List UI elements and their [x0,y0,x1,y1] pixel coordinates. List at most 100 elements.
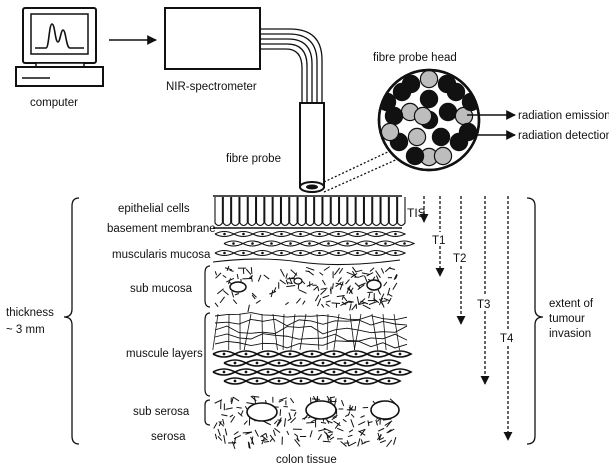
muscle-fibre-line [290,313,296,351]
connective-fibre [272,429,276,437]
connective-fibre [366,272,374,277]
muscle-fibre-line [316,313,320,351]
connective-fibre [313,285,319,291]
connective-fibre [348,300,354,303]
connective-fibre [263,441,270,443]
connective-fibre [361,272,370,275]
connective-fibre [325,303,330,307]
cell-nucleus [299,251,302,255]
connective-fibre [305,266,315,271]
detection-label: radiation detection [518,130,609,142]
connective-fibre [349,303,352,311]
vessel [366,279,382,291]
connective-fibre [225,407,233,410]
fibre-cable [260,28,323,103]
cell-nucleus [394,232,397,236]
connective-fibre [242,431,252,434]
epithelial-cell [231,197,240,227]
connective-fibre [214,399,223,404]
connective-fibre [329,436,335,441]
connective-fibre [326,420,333,424]
t3-label-bg [475,296,495,310]
epithelial-cell [264,197,273,227]
cell-nucleus [288,352,292,356]
connective-fibre [294,439,301,447]
connective-fibre [352,266,357,273]
connective-fibre [335,281,342,288]
connective-fibre [340,441,347,447]
connective-fibre [321,279,326,286]
cell-nucleus [375,232,378,236]
cell-nucleus [354,352,358,356]
connective-fibre [381,300,388,303]
connective-fibre [368,421,373,424]
connective-fibre [360,439,363,444]
connective-fibre [346,286,350,294]
connective-fibre [287,418,292,422]
muscle-fibre-line [393,313,400,351]
connective-fibre [320,421,327,424]
connective-fibre [344,413,350,418]
connective-fibre [227,278,232,285]
connective-fibre [349,404,351,412]
cell-nucleus [244,352,248,356]
cell-nucleus [255,361,259,365]
connective-fibre [392,282,398,290]
connective-fibre [231,291,235,298]
fibre-probe-head [377,68,481,172]
connective-fibre [284,418,287,427]
connective-fibre [375,419,378,426]
connective-fibre [229,414,234,418]
cell-nucleus [266,370,270,374]
connective-fibre [331,416,338,421]
connective-fibre [276,417,282,426]
detection-fibre [419,70,439,89]
connective-fibre [285,301,289,306]
connective-fibre [379,440,386,444]
connective-fibre [357,284,365,290]
stage-label-t4: T4 [500,333,514,345]
layer-label-submucosa: sub mucosa [130,283,193,295]
cell-nucleus [233,379,237,383]
cell-nucleus [251,242,254,245]
connective-fibre [379,298,384,306]
colon-tissue-section [212,195,416,450]
connective-fibre [348,429,354,433]
connective-fibre [290,417,297,424]
connective-fibre [309,430,313,438]
cell-nucleus [403,242,406,245]
cell-nucleus [343,361,347,365]
zoom-line-top [323,149,393,183]
epithelial-cell [305,197,315,227]
muscle-fibre-line [272,313,278,351]
connective-fibre [213,422,218,429]
emission-fibre [401,74,421,94]
connective-fibre [383,297,391,302]
layer-boundary [212,258,401,266]
emission-fibre [438,102,458,122]
emission-fibre [431,127,451,147]
computer-label: computer [30,97,78,109]
cell-nucleus [321,361,325,365]
epithelial-cell [397,197,406,227]
connective-fibre [276,420,282,427]
connective-fibre [290,409,296,411]
cell-nucleus [266,352,270,356]
cell-nucleus [365,242,368,245]
muscle-fibre-line [299,313,307,351]
connective-fibre [357,438,361,447]
connective-fibre [336,423,341,427]
connective-fibre [236,274,239,280]
vessel [229,281,247,293]
t2-label-bg [451,250,471,264]
connective-fibre [367,420,370,427]
connective-fibre [306,421,315,424]
spectrometer-label: NIR-spectrometer [166,81,257,93]
cell-nucleus [242,251,245,255]
connective-fibre [230,416,236,423]
connective-fibre [288,277,293,284]
epithelial-cell [239,197,248,227]
connective-fibre [237,411,243,417]
connective-fibre [346,271,355,276]
connective-fibre [323,266,330,271]
